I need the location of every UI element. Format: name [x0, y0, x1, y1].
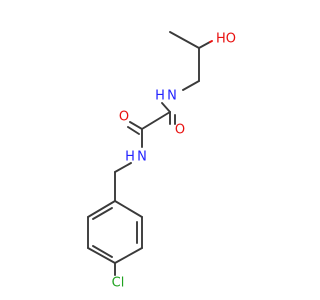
bond-c-oh: [198, 41, 211, 49]
atom-chlorine-label: Cl: [112, 276, 125, 291]
bond-ch2-n: [182, 80, 200, 91]
bond-c2-o-a: [129, 121, 143, 130]
atom-o-left-label: O: [119, 110, 129, 125]
ring-bond-3: [114, 247, 143, 264]
bond-n-ch2: [114, 162, 132, 173]
ring-double-3: [92, 207, 113, 220]
ring-double-2: [92, 245, 113, 258]
ring-bond-1: [114, 200, 143, 218]
atom-h-mid-label: H: [125, 150, 135, 165]
atom-hydroxyl-label: HO: [216, 32, 236, 47]
bond-methyl: [169, 31, 200, 49]
bonds: [87, 31, 213, 276]
atom-labels: HO N H O O N H Cl: [112, 32, 236, 291]
atom-h-top-label: H: [155, 89, 165, 104]
bond-oh-color: [209, 40, 213, 43]
bond-c1-c2: [141, 111, 171, 130]
bond-n-c1: [161, 102, 171, 113]
ring-bond-6: [87, 200, 116, 218]
ring-bond-4: [87, 247, 116, 264]
bond-c2-o-b: [127, 126, 140, 135]
atom-o-right-label: O: [175, 123, 185, 138]
atom-n-top-label: N: [167, 89, 177, 104]
structure-diagram: HO N H O O N H Cl: [87, 31, 236, 291]
atom-n-mid-label: N: [137, 150, 147, 165]
